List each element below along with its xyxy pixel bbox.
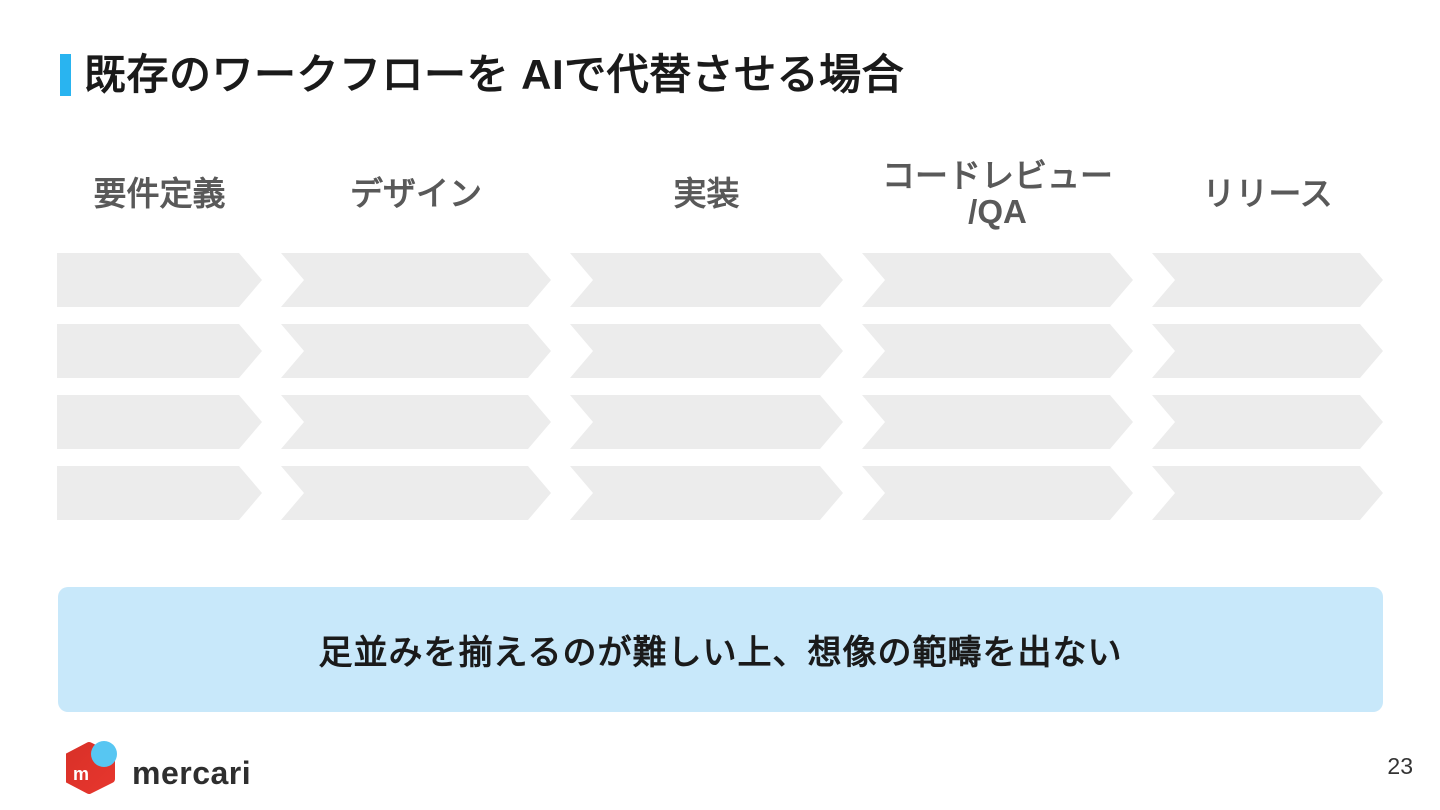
workflow-arrow [281,466,551,520]
page-number: 23 [1387,753,1413,779]
page-title: 既存のワークフローを AIで代替させる場合 [84,51,905,98]
workflow-arrow [862,466,1133,520]
workflow-arrow [862,395,1133,449]
workflow-arrow [862,253,1133,307]
workflow-arrow [1152,324,1383,378]
mercari-wordmark: mercari [132,754,252,791]
workflow-arrow [570,253,843,307]
workflow-arrow [570,324,843,378]
title-accent-bar [60,54,71,96]
conclusion-banner: 足並みを揃えるのが難しい上、想像の範疇を出ない [58,587,1383,712]
column-header: デザイン [350,174,482,212]
column-header: 実装 [673,174,740,212]
logo-blue-dot [91,741,117,767]
conclusion-banner-text: 足並みを揃えるのが難しい上、想像の範疇を出ない [318,634,1123,672]
workflow-arrow [570,466,843,520]
workflow-arrow [281,324,551,378]
title-block: 既存のワークフローを AIで代替させる場合 [60,54,904,96]
workflow-arrow [57,466,262,520]
mercari-logo: m mercari [66,740,251,798]
workflow-arrow [1152,253,1383,307]
workflow-arrow [281,395,551,449]
column-header: コードレビュー /QA [882,156,1113,230]
workflow-arrow [57,324,262,378]
workflow-arrow [1152,395,1383,449]
svg-text:m: m [73,764,89,784]
workflow-arrow [57,253,262,307]
workflow-arrow [57,395,262,449]
workflow-arrow [281,253,551,307]
workflow-arrow [862,324,1133,378]
workflow-grid: 要件定義 デザイン 実装 コードレビュー /QA リリース [57,152,1383,520]
mercari-logo-icon: m [66,741,117,794]
column-header: 要件定義 [93,174,226,212]
column-header: リリース [1202,174,1333,212]
workflow-arrow [570,395,843,449]
workflow-arrow [1152,466,1383,520]
